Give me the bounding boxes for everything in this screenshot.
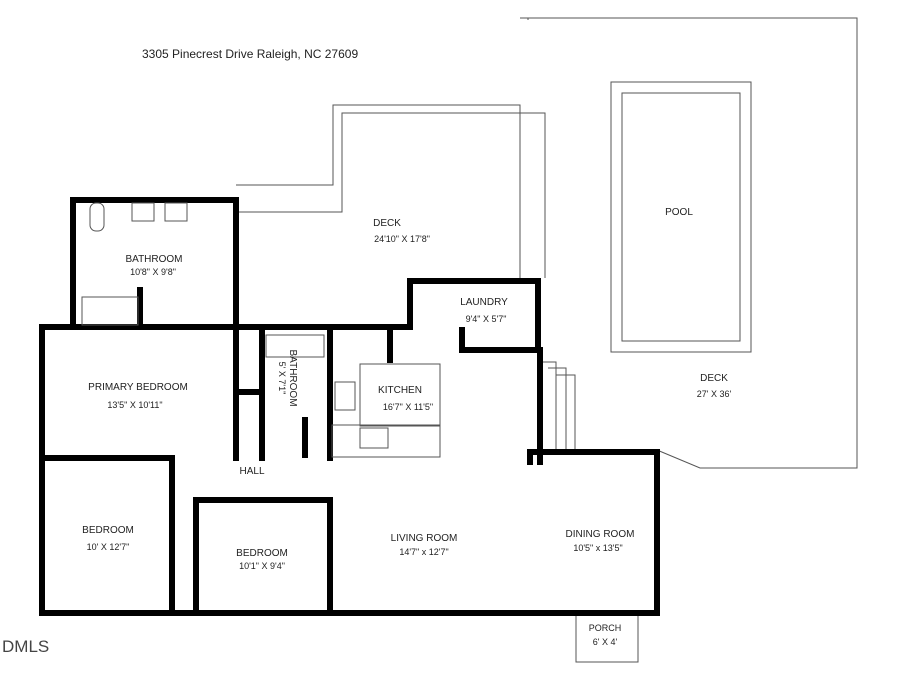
svg-text:KITCHEN: KITCHEN xyxy=(378,385,422,396)
svg-text:BATHROOM: BATHROOM xyxy=(287,349,298,406)
svg-text:BATHROOM: BATHROOM xyxy=(125,254,182,265)
room-label-kitchen: KITCHEN 16'7" X 11'5" xyxy=(378,385,433,412)
svg-text:PORCH: PORCH xyxy=(589,623,622,633)
svg-text:DECK: DECK xyxy=(373,218,401,229)
room-label-bedroom-2: BEDROOM 10'1" X 9'4" xyxy=(236,548,288,571)
room-label-primary-bedroom: PRIMARY BEDROOM 13'5" X 10'11" xyxy=(88,382,188,410)
svg-text:LIVING ROOM: LIVING ROOM xyxy=(391,533,458,544)
svg-text:10'1" X 9'4": 10'1" X 9'4" xyxy=(239,561,285,571)
room-label-porch: PORCH 6' X 4' xyxy=(589,623,622,647)
svg-text:24'10" X 17'8": 24'10" X 17'8" xyxy=(374,234,430,244)
svg-text:16'7" X 11'5": 16'7" X 11'5" xyxy=(383,402,433,412)
room-label-bedroom-1: BEDROOM 10' X 12'7" xyxy=(82,525,134,552)
svg-text:5' X 7'1": 5' X 7'1" xyxy=(277,362,287,395)
deck-outline xyxy=(236,17,858,469)
room-label-laundry: LAUNDRY 9'4" X 5'7" xyxy=(460,297,508,324)
room-label-hall: HALL xyxy=(239,466,264,477)
address-title: 3305 Pinecrest Drive Raleigh, NC 27609 xyxy=(142,47,358,61)
svg-text:BEDROOM: BEDROOM xyxy=(236,548,288,559)
pool xyxy=(610,81,752,353)
svg-text:LAUNDRY: LAUNDRY xyxy=(460,297,508,308)
svg-text:PRIMARY BEDROOM: PRIMARY BEDROOM xyxy=(88,382,188,393)
svg-text:DINING ROOM: DINING ROOM xyxy=(566,529,635,540)
room-label-primary-bathroom: BATHROOM 10'8" X 9'8" xyxy=(125,254,182,277)
svg-text:14'7" x 12'7": 14'7" x 12'7" xyxy=(399,547,448,557)
svg-text:13'5" X 10'11": 13'5" X 10'11" xyxy=(107,400,162,410)
svg-text:6' X 4': 6' X 4' xyxy=(593,637,618,647)
svg-text:10'5" x 13'5": 10'5" x 13'5" xyxy=(573,543,622,553)
svg-text:DECK: DECK xyxy=(700,373,728,384)
room-label-living-room: LIVING ROOM 14'7" x 12'7" xyxy=(391,533,458,557)
svg-text:27' X 36': 27' X 36' xyxy=(697,389,732,399)
svg-text:10' X 12'7": 10' X 12'7" xyxy=(87,542,130,552)
svg-text:HALL: HALL xyxy=(239,466,264,477)
steps xyxy=(540,361,576,452)
svg-text:BEDROOM: BEDROOM xyxy=(82,525,134,536)
svg-text:9'4" X 5'7": 9'4" X 5'7" xyxy=(466,314,507,324)
watermark-logo: DMLS xyxy=(2,637,49,656)
walls xyxy=(39,197,660,616)
svg-text:10'8" X 9'8": 10'8" X 9'8" xyxy=(130,267,176,277)
svg-text:POOL: POOL xyxy=(665,207,693,218)
room-label-pool: POOL xyxy=(665,207,693,218)
room-label-dining-room: DINING ROOM 10'5" x 13'5" xyxy=(566,529,635,553)
room-label-hall-bathroom: BATHROOM 5' X 7'1" xyxy=(277,349,298,406)
room-label-deck: DECK 24'10" X 17'8" xyxy=(373,218,430,244)
fixtures xyxy=(81,202,441,458)
room-label-deck-large: DECK 27' X 36' xyxy=(697,373,732,399)
